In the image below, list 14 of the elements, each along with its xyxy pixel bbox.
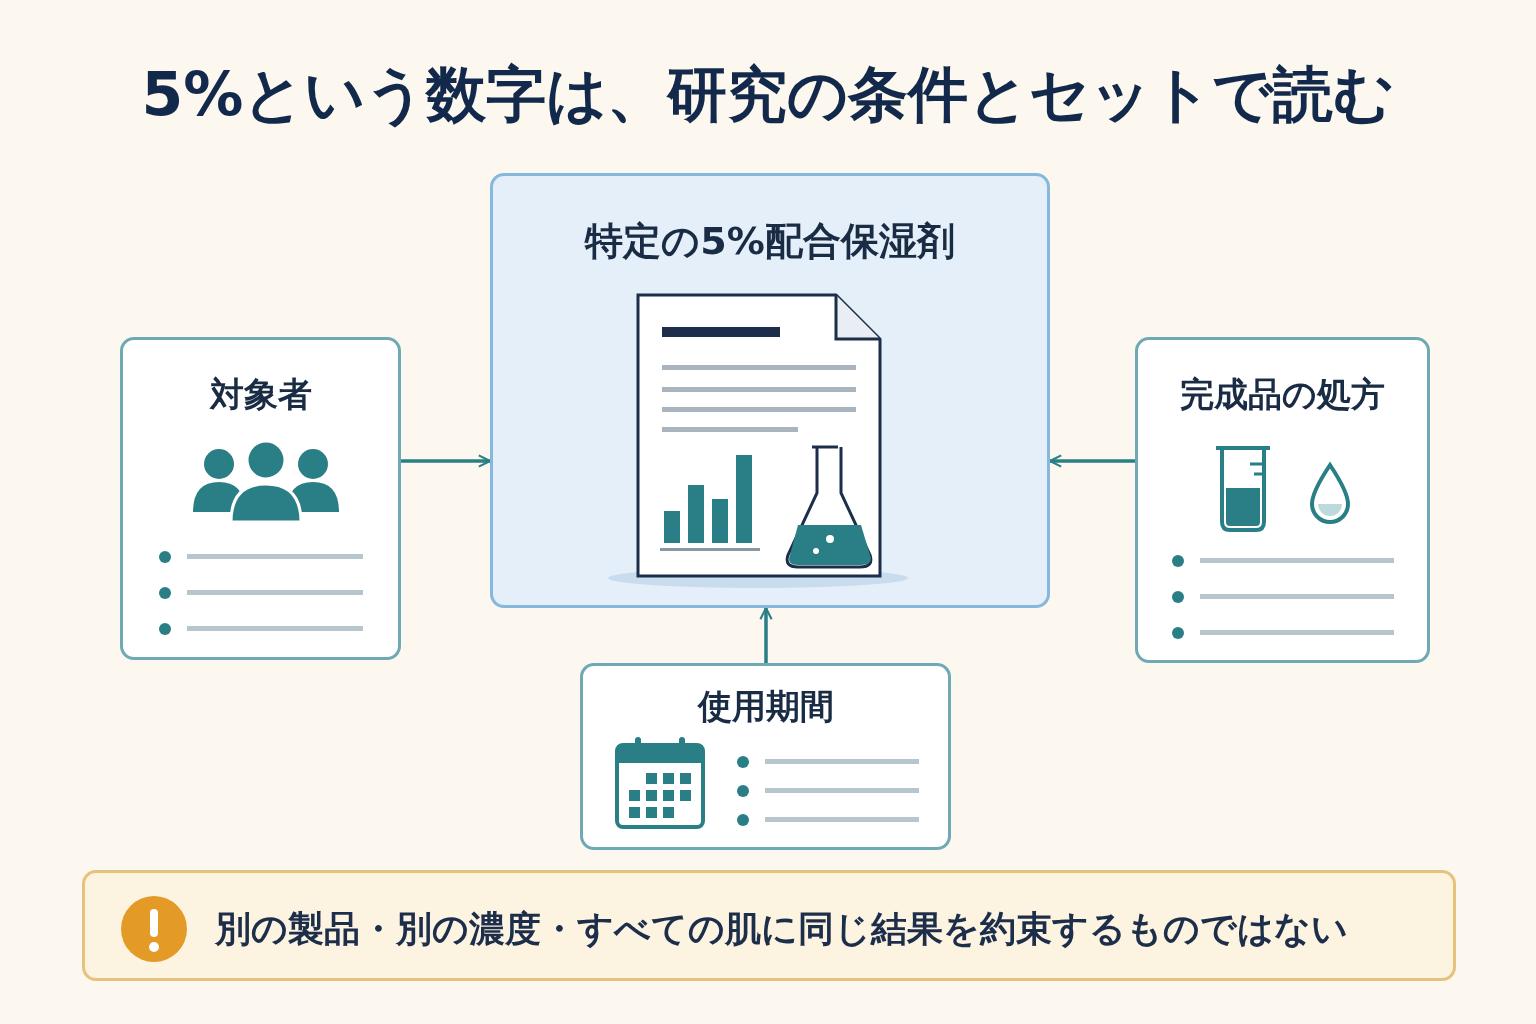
condition-card bbox=[120, 337, 401, 660]
card-title: 対象者 bbox=[208, 373, 313, 416]
card-title: 完成品の処方 bbox=[1179, 373, 1386, 416]
condition-card bbox=[1135, 337, 1430, 663]
arrow bbox=[1048, 454, 1135, 468]
title: 5%という数字は、研究の条件とセットで読む bbox=[140, 58, 1396, 131]
study-card bbox=[490, 173, 1050, 608]
arrow bbox=[759, 606, 773, 663]
condition-card bbox=[580, 663, 951, 850]
card-title: 使用期間 bbox=[696, 685, 835, 728]
card-title: 特定の5%配合保湿剤 bbox=[583, 218, 956, 265]
warning-banner bbox=[82, 870, 1456, 981]
arrow bbox=[401, 454, 492, 468]
warning-text: 別の製品・別の濃度・すべての肌に同じ結果を約束するものではない bbox=[215, 907, 1348, 951]
